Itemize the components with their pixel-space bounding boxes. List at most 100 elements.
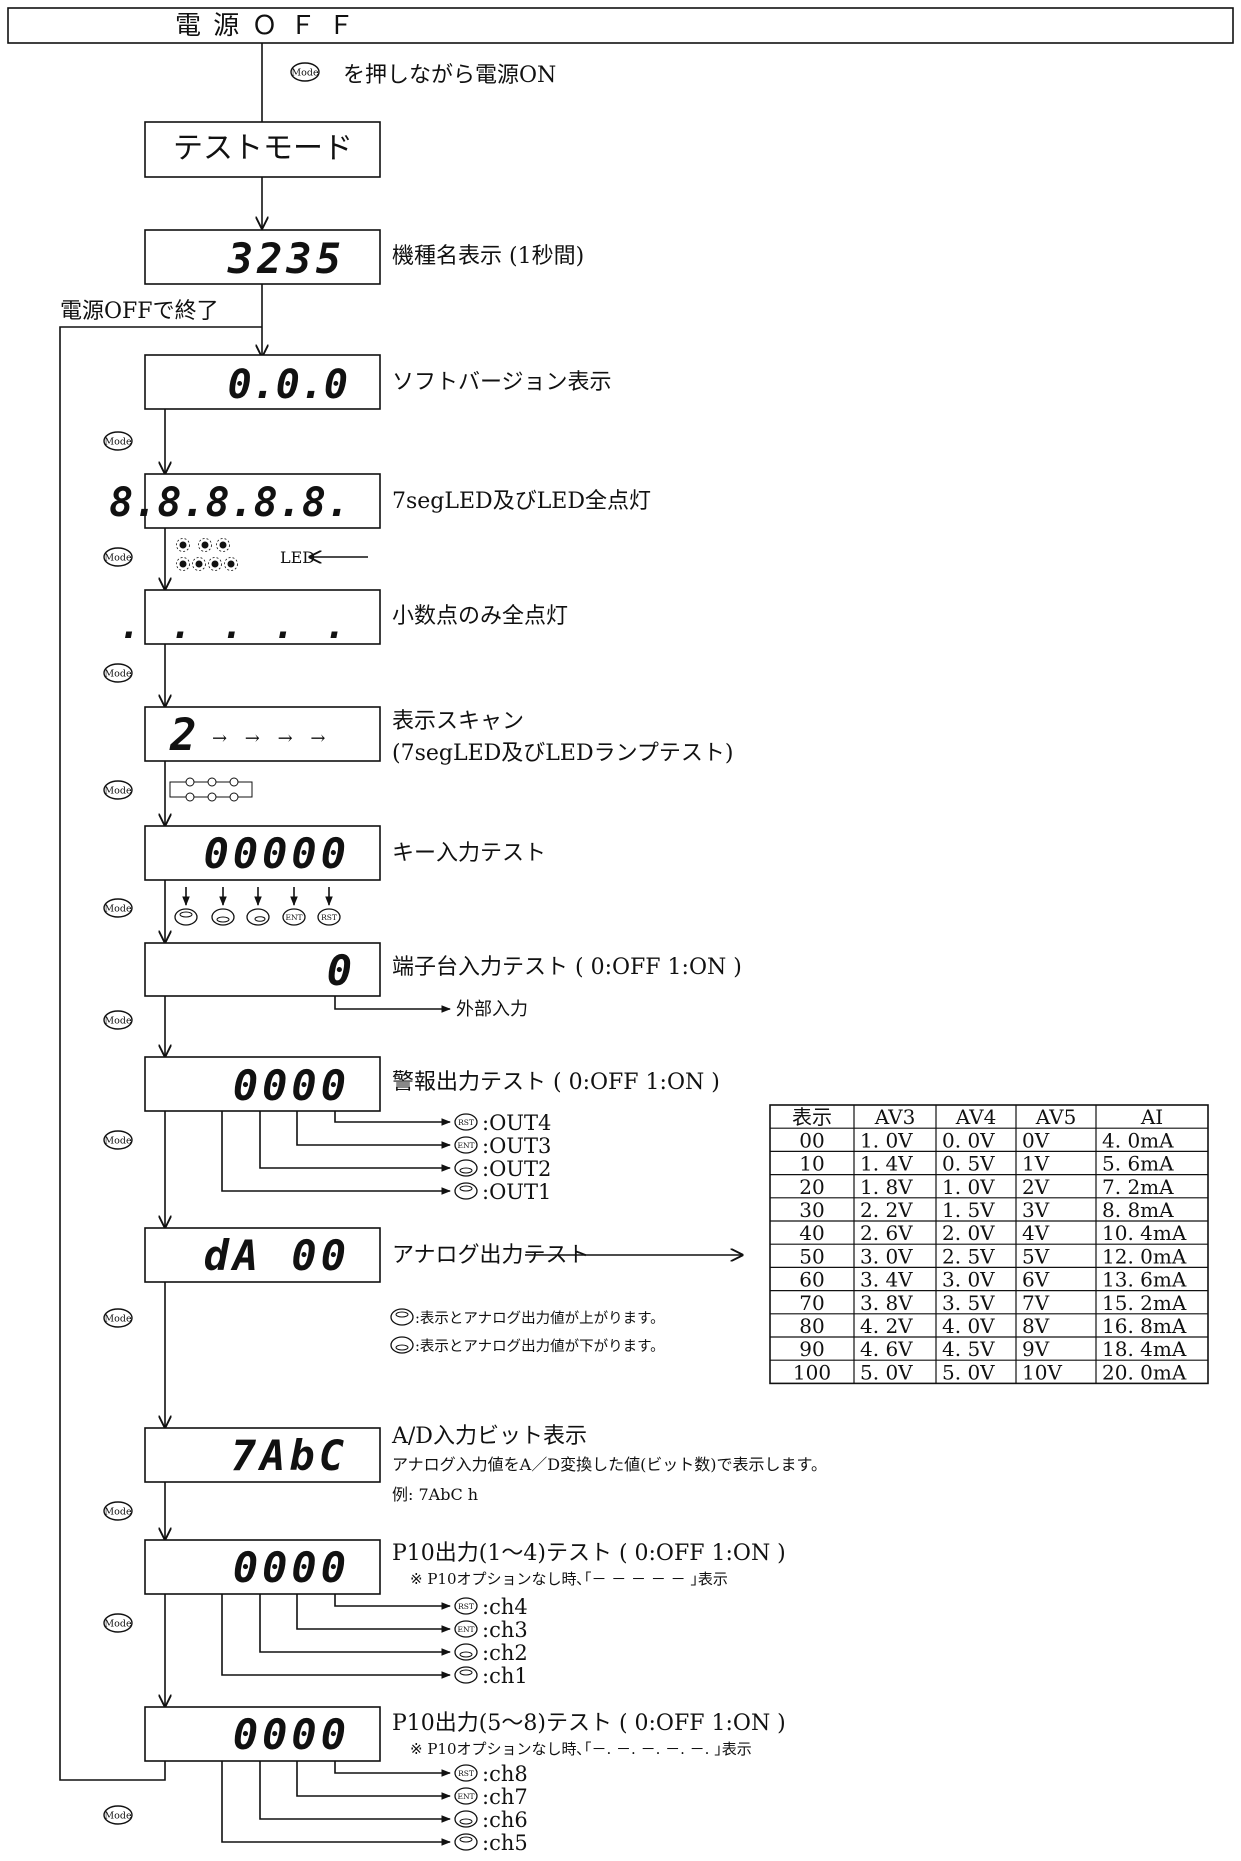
led-glow-icon [192, 557, 206, 571]
mode-key-icon-1: Mode [103, 547, 133, 567]
mode-key-label: Mode [104, 669, 132, 680]
mode-key-outline [103, 780, 133, 800]
led-dot-icon [179, 541, 187, 549]
led-glow-icon [176, 557, 190, 571]
analog-table-cell: 2. 0V [942, 1221, 995, 1245]
p10-a-key-up-icon [454, 1666, 478, 1684]
desc-p10-1-4: P10出力(1～4)テスト ( 0:OFF 1:ON ) [392, 1541, 786, 1566]
power-on-instruction: を押しながら電源ON [343, 63, 556, 88]
key-down-mark [459, 1651, 473, 1658]
analog-table [769, 1104, 1209, 1385]
key-outline [454, 1597, 478, 1615]
alarm-output-label-1: :OUT3 [482, 1134, 551, 1158]
mode-key-label: Mode [104, 1811, 132, 1822]
desc-decimal-points: 小数点のみ全点灯 [392, 604, 568, 629]
analog-note-down: :表示とアナログ出力値が下がります。 [415, 1338, 665, 1355]
analog-table-cell: 10. 4mA [1102, 1221, 1187, 1245]
display-terminal-input: 0 [327, 946, 352, 995]
mode-key-outline [103, 1130, 133, 1150]
alarm-output-key-rst-icon: RST [454, 1113, 478, 1131]
p10-b-key-ent-icon: ENT [454, 1787, 478, 1805]
mode-key-label: Mode [291, 68, 319, 79]
mode-key-icon-10: Mode [103, 1805, 133, 1825]
display-p10-5-8: 0000 [233, 1710, 350, 1759]
alarm-output-label-0: :OUT4 [482, 1111, 551, 1135]
analog-table-cell: 0V [1022, 1128, 1050, 1152]
mode-key-outline [103, 1613, 133, 1633]
alarm-output-key-up-icon [454, 1182, 478, 1200]
display-decimal-points: . . . . . [119, 606, 350, 647]
led-dot-icon [179, 560, 187, 568]
p10-a-label-3: :ch1 [482, 1664, 528, 1688]
display-model: 3235 [227, 234, 345, 283]
display-analog-output: dA 00 [204, 1231, 350, 1280]
analog-table-cell: 40 [799, 1221, 824, 1245]
analog-table-cell: 7. 2mA [1102, 1175, 1174, 1199]
analog-table-cell: 3V [1022, 1198, 1050, 1222]
key-rst-label: RST [458, 1769, 474, 1778]
analog-table-cell: 4. 5V [942, 1337, 995, 1361]
analog-note-up: :表示とアナログ出力値が上がります。 [415, 1310, 665, 1327]
mode-key-outline [103, 663, 133, 683]
analog-table-cell: 12. 0mA [1102, 1244, 1187, 1268]
display-box-2 [144, 473, 381, 529]
analog-table-cell: 3. 0V [942, 1268, 995, 1292]
analog-table-cell: 20 [799, 1175, 824, 1199]
mode-key-label: Mode [104, 1136, 132, 1147]
key-shift-mark [254, 916, 266, 922]
display-scan-digit: 2 [169, 710, 197, 761]
analog-table-cell: 4. 0V [942, 1314, 995, 1338]
p10-a-label-1: :ch3 [482, 1618, 528, 1642]
alarm-output-key-down-icon [454, 1159, 478, 1177]
analog-table-header-4: AI [1140, 1105, 1163, 1129]
led-dot-icon [211, 560, 219, 568]
led-glow-icon [176, 538, 190, 552]
mode-key-icon-9: Mode [103, 1613, 133, 1633]
mode-key-label: Mode [104, 1314, 132, 1325]
scan-circle-icon [229, 777, 239, 787]
alarm-output-key-ent-icon: ENT [454, 1136, 478, 1154]
desc-version: ソフトバージョン表示 [392, 370, 612, 395]
display-box-9 [144, 1427, 381, 1483]
analog-table-cell: 4. 0mA [1102, 1128, 1174, 1152]
mode-key-icon-2: Mode [103, 663, 133, 683]
p10-a-branch-3 [221, 1594, 451, 1679]
key-down-mark [459, 1167, 473, 1174]
mode-key-outline [103, 1308, 133, 1328]
desc-terminal-input: 端子台入力テスト ( 0:OFF 1:ON ) [392, 955, 742, 980]
analog-table-cell: 1. 0V [942, 1175, 995, 1199]
key-ent-label: ENT [457, 1625, 474, 1634]
p10-a-branch-1 [296, 1594, 451, 1633]
analog-table-cell: 1. 8V [860, 1175, 913, 1199]
scan-path [169, 790, 186, 798]
analog-table-cell: 1V [1022, 1152, 1050, 1176]
analog-table-cell: 15. 2mA [1102, 1291, 1187, 1315]
analog-table-cell: 0. 5V [942, 1152, 995, 1176]
mode-key-label: Mode [104, 1507, 132, 1518]
mode-key-label: Mode [104, 904, 132, 915]
analog-table-cell: 70 [799, 1291, 824, 1315]
desc-ad-bits-example: 例: 7AbC h [392, 1485, 478, 1504]
display-box-3 [144, 589, 381, 645]
key-down-icon [211, 908, 235, 926]
key-down-mark [459, 1818, 473, 1825]
p10-b-key-down-icon [454, 1810, 478, 1828]
key-outline [454, 1787, 478, 1805]
mode-key-outline [103, 1805, 133, 1825]
display-box-5 [144, 825, 381, 881]
analog-table-cell: 4V [1022, 1221, 1050, 1245]
p10-b-branch-2 [259, 1761, 451, 1823]
analog-up-key-icon [390, 1308, 414, 1326]
scan-loop-icon [169, 777, 253, 802]
p10-b-label-2: :ch6 [482, 1808, 528, 1832]
analog-table-cell: 2. 2V [860, 1198, 913, 1222]
p10-a-branch-2 [259, 1594, 451, 1656]
mode-key-outline [103, 1010, 133, 1030]
analog-table-header-0: 表示 [792, 1105, 832, 1129]
display-box-0 [144, 229, 381, 285]
alarm-output-branch-2 [259, 1111, 451, 1172]
scan-path [238, 781, 253, 798]
p10-b-branch-0 [334, 1761, 451, 1777]
desc-scan-sub: (7segLED及びLEDランプテスト) [392, 741, 734, 766]
alarm-output-branch-0 [334, 1111, 451, 1126]
